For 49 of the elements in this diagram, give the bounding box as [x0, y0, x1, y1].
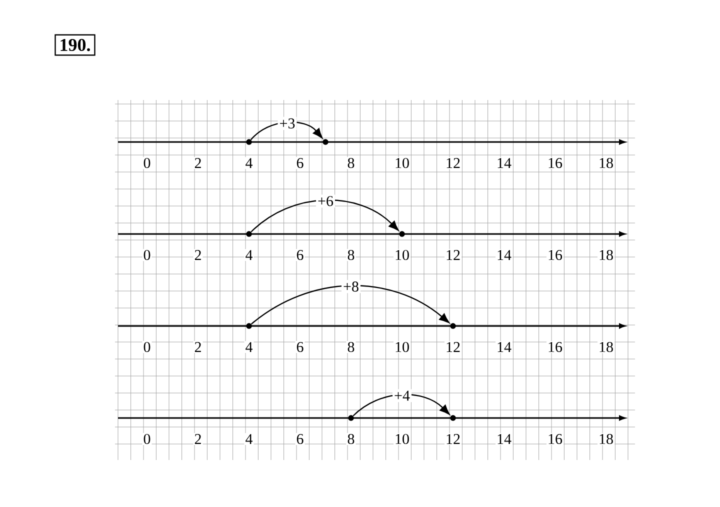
tick-label: 8 [346, 340, 356, 354]
tick-label: 16 [546, 432, 564, 446]
tick-label: 18 [598, 248, 614, 262]
edge-label: +8 [344, 282, 358, 292]
tick-label: 6 [295, 340, 305, 354]
tick-label: 4 [244, 249, 254, 261]
tick-label: 0 [142, 248, 152, 262]
tick-label: 0 [142, 432, 152, 446]
jump-arrow [250, 200, 399, 232]
tick-label: 10 [394, 248, 410, 262]
tick-label: 2 [193, 157, 203, 169]
tick-label: 18 [598, 156, 614, 170]
jump-arrow [352, 394, 450, 416]
exercise-number: 190. [54, 34, 96, 56]
tick-label: 4 [244, 157, 254, 169]
tick-label: 8 [346, 156, 356, 170]
tick-label: 2 [193, 341, 203, 353]
tick-label: 2 [193, 433, 203, 445]
tick-label: 8 [346, 432, 356, 446]
tick-label: 12 [444, 341, 462, 353]
edge-label: +6 [318, 196, 334, 206]
tick-label: 16 [546, 340, 564, 354]
tick-label: 16 [546, 248, 564, 262]
tick-label: 14 [496, 341, 512, 353]
tick-label: 18 [598, 340, 614, 354]
tick-label: 12 [444, 249, 462, 261]
tick-label: 6 [295, 432, 305, 446]
tick-label: 10 [394, 156, 410, 170]
tick-label: 6 [295, 248, 305, 262]
jump-arrow [250, 285, 450, 325]
tick-label: 6 [295, 156, 305, 170]
tick-label: 2 [193, 249, 203, 261]
tick-label: 14 [496, 433, 512, 445]
tick-label: 4 [244, 433, 254, 445]
tick-label: 0 [142, 340, 152, 354]
tick-label: 14 [496, 249, 512, 261]
tick-label: 12 [444, 157, 462, 169]
tick-label: 8 [346, 248, 356, 262]
edge-label: +4 [394, 390, 410, 401]
edge-label: +3 [280, 118, 295, 128]
jump-arrow [250, 122, 323, 140]
tick-label: 10 [394, 340, 410, 354]
tick-label: 18 [598, 432, 614, 446]
tick-label: 10 [394, 432, 410, 446]
tick-label: 14 [496, 157, 512, 169]
tick-label: 16 [546, 156, 564, 170]
tick-label: 4 [244, 341, 254, 353]
tick-label: 0 [142, 156, 152, 170]
tick-label: 12 [444, 433, 462, 445]
